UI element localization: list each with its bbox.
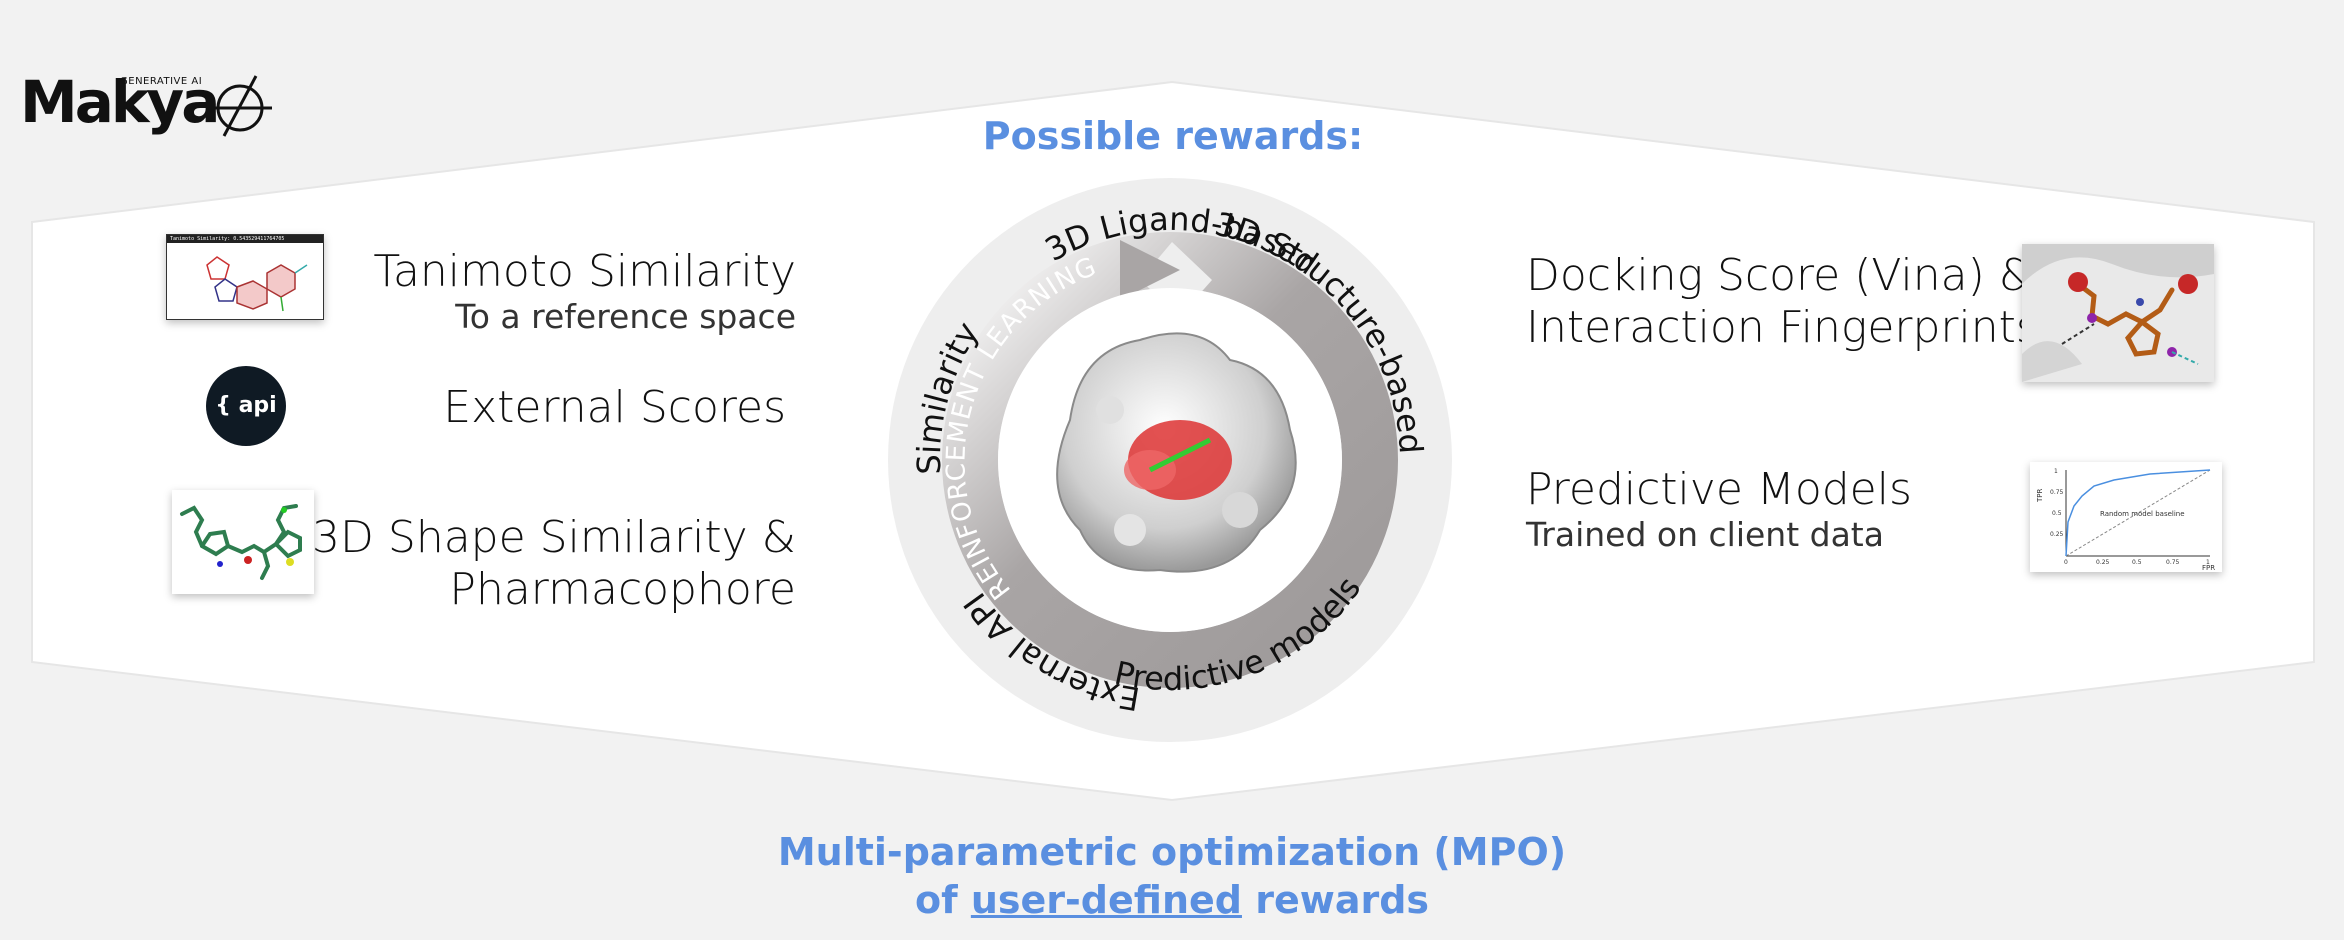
reward-subtitle: Trained on client data [1526,515,1884,554]
roc-xtick: 0 [2064,559,2068,566]
arrow-head-icon [1120,240,1180,300]
footer-line1: Multi-parametric optimization (MPO) [777,830,1567,874]
reward-ring-diagram: REINFORCEMENT LEARNING 3D Ligand-based 3… [888,178,1452,742]
tanimoto-caption: Tanimoto Similarity: 0.543529411764705 [167,235,323,243]
roc-xlabel: FPR [2202,564,2215,572]
brand-name: Makya [20,68,220,136]
roc-baseline-label: Random model baseline [2100,510,2185,518]
roc-xtick: 1 [2206,559,2210,566]
reward-title-line2: Interaction Fingerprints [1526,302,2039,353]
3d-molecule-image [172,490,314,594]
roc-ytick: 0.75 [2050,489,2064,496]
molecule-structure-icon [206,256,308,312]
page-title: Possible rewards: [982,114,1364,158]
reward-title: Tanimoto Similarity [373,246,796,297]
roc-ylabel: TPR [2036,489,2044,503]
roc-ytick: 0.25 [2050,531,2064,538]
reward-title: Docking Score (Vina) & [1526,250,2034,301]
brand-tagline: GENERATIVE AI [120,76,203,87]
roc-curve-image: TPR FPR Random model baseline 1 0.75 0.5… [2030,462,2222,572]
docking-pose-icon [2022,244,2214,382]
user-defined-text: user-defined [970,878,1242,922]
reward-subtitle: To a reference space [455,297,796,336]
reward-3d-shape: 3D Shape Similarity & Pharmacophore [312,512,796,616]
reward-docking: Docking Score (Vina) & Interaction Finge… [1526,250,2039,354]
reward-title: 3D Shape Similarity & [312,512,796,563]
roc-xtick: 0.75 [2166,559,2180,566]
docking-interaction-image [2022,244,2214,382]
roc-ytick: 1 [2054,468,2058,475]
api-badge-icon: { api } [206,366,286,498]
roc-ytick: 0.5 [2052,510,2062,517]
reward-external-scores: External Scores [443,382,786,434]
ball-stick-molecule-icon [180,504,302,580]
reward-title-line2: Pharmacophore [449,564,796,615]
reward-title: Predictive Models [1526,464,1912,515]
reward-predictive: Predictive Models Trained on client data [1526,464,1912,554]
tanimoto-molecule-image: Tanimoto Similarity: 0.543529411764705 [166,234,324,320]
reward-title: External Scores [443,382,786,433]
reward-tanimoto: Tanimoto Similarity To a reference space [373,246,796,336]
roc-curve-chart: TPR FPR Random model baseline 1 0.75 0.5… [2036,468,2215,572]
protein-surface-icon [1056,332,1297,573]
roc-xtick: 0.5 [2132,559,2142,566]
crosshair-logo-icon [212,75,272,137]
roc-xtick: 0.25 [2096,559,2110,566]
brand-logo: Makya GENERATIVE AI [20,64,280,144]
footer-line2: of user-defined rewards [914,878,1430,922]
